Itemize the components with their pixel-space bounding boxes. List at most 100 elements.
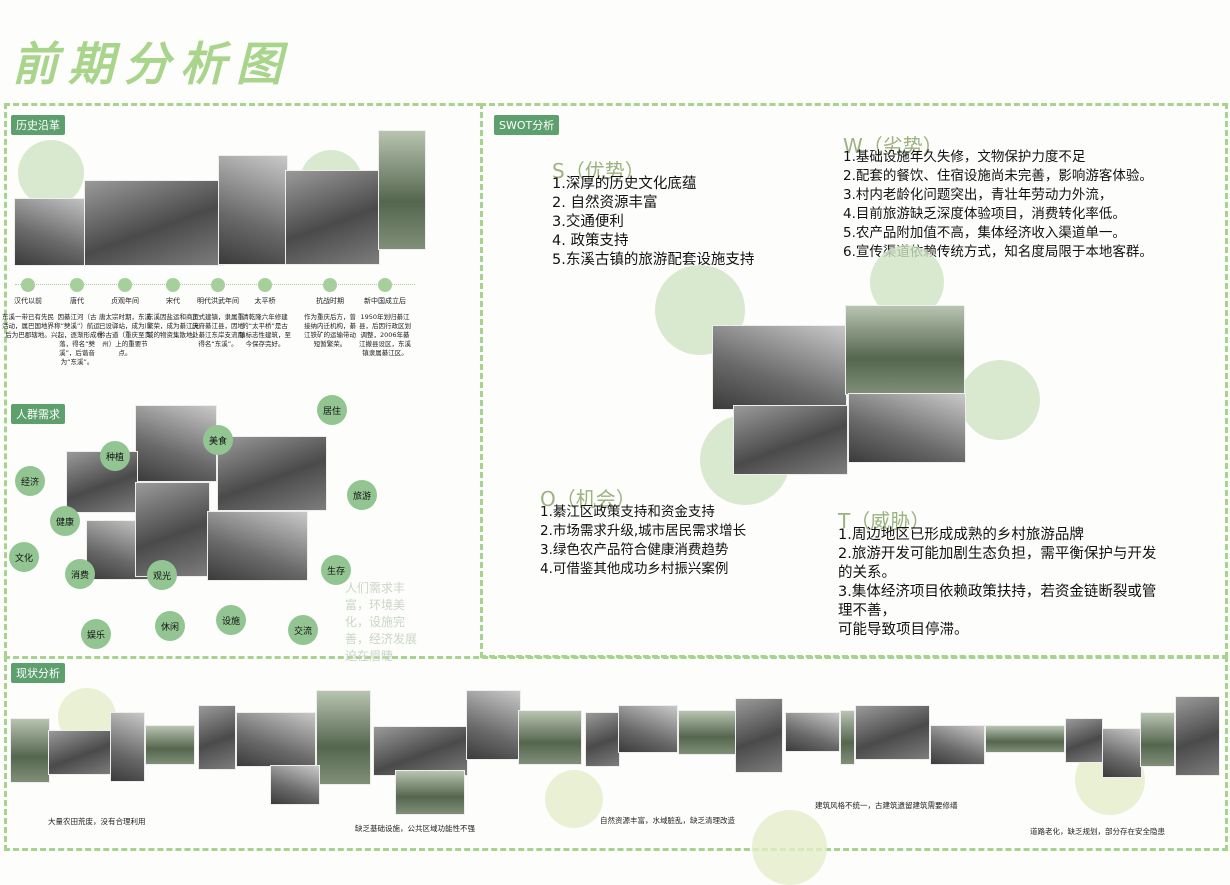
swot-w-heading: W（劣势） bbox=[843, 134, 943, 158]
status-caption: 缺乏基础设施，公共区域功能性不强 bbox=[355, 824, 475, 833]
status-panel bbox=[4, 656, 1228, 851]
page-title: 前期分析图 bbox=[12, 37, 292, 91]
demand-node: 居住 bbox=[317, 395, 347, 425]
demand-node: 美食 bbox=[203, 425, 233, 455]
swot-photo bbox=[733, 405, 848, 475]
swot-w-item: 4.目前旅游缺乏深度体验项目，消费转化率低。 bbox=[843, 206, 1126, 222]
history-photo bbox=[84, 180, 224, 266]
left-panel bbox=[4, 103, 482, 657]
demand-node: 休闲 bbox=[155, 611, 185, 641]
timeline-desc: 清乾隆六年修建的“太平桥”是古镇标志性建筑，至今保存完好。 bbox=[239, 313, 291, 348]
status-caption: 自然资源丰富，水域脏乱，缺乏清理改造 bbox=[600, 816, 735, 825]
swot-o-item: 3.绿色农产品符合健康消费趋势 bbox=[540, 542, 729, 558]
timeline-era: 太平桥 bbox=[254, 297, 276, 305]
status-photo bbox=[198, 705, 236, 770]
demand-node: 种植 bbox=[100, 441, 130, 471]
demand-node: 设施 bbox=[216, 605, 246, 635]
timeline-era: 汉代以前 bbox=[14, 297, 42, 305]
decor-circle bbox=[545, 770, 603, 828]
timeline-dot bbox=[118, 278, 132, 292]
timeline-era: 贞观年间 bbox=[111, 297, 139, 305]
timeline-desc: 作为重庆后方，曾接纳内迁机构，綦江铁矿的运输带动短暂繁荣。 bbox=[304, 313, 356, 348]
status-photo bbox=[985, 725, 1065, 753]
demand-node: 观光 bbox=[147, 560, 177, 590]
timeline-era: 抗战时期 bbox=[316, 297, 344, 305]
demand-photo-house bbox=[217, 436, 327, 511]
swot-w-item: 1.基础设施年久失修，文物保护力度不足 bbox=[843, 149, 1086, 165]
timeline-desc: 正式建镇，隶属重庆府綦江县，因地处綦江东岸支流而得名“东溪”。 bbox=[192, 313, 244, 348]
demand-node: 健康 bbox=[50, 506, 80, 536]
history-photo bbox=[218, 155, 288, 265]
swot-s-item: 2. 自然资源丰富 bbox=[552, 195, 658, 211]
swot-t-item: 1.周边地区已形成成熟的乡村旅游品牌 bbox=[838, 527, 1084, 543]
status-photo bbox=[1102, 728, 1142, 778]
timeline-era: 唐代 bbox=[70, 297, 84, 305]
timeline-era: 宋代 bbox=[166, 297, 180, 305]
swot-t-heading: T（威胁） bbox=[838, 509, 931, 533]
demand-tag: 人群需求 bbox=[11, 404, 65, 424]
swot-photo bbox=[848, 393, 966, 463]
status-photo bbox=[840, 710, 855, 765]
timeline-dot bbox=[21, 278, 35, 292]
history-photo bbox=[285, 170, 380, 265]
demand-photo-city bbox=[207, 511, 308, 581]
swot-t-item: 的关系。 bbox=[838, 565, 896, 581]
status-photo bbox=[373, 726, 468, 776]
demand-note: 人们需求丰富，环境美化，设施完善，经济发展迫在眉睫 bbox=[345, 581, 418, 663]
status-caption: 大量农田荒废，没有合理利用 bbox=[48, 817, 146, 826]
swot-w-item: 3.村内老龄化问题突出，青壮年劳动力外流， bbox=[843, 187, 1113, 203]
timeline-desc: 因綦江河（古称“僰溪”）航运兴起，逐渐形成村落，得名“僰溪”，后谐音为“东溪”。 bbox=[51, 313, 103, 366]
status-photo bbox=[1140, 712, 1175, 767]
timeline-dot bbox=[211, 278, 225, 292]
decor-circle bbox=[18, 140, 84, 206]
timeline-dot bbox=[258, 278, 272, 292]
swot-o-item: 1.綦江区政策支持和资金支持 bbox=[540, 504, 715, 520]
demand-photo-bridge bbox=[135, 482, 210, 577]
demand-node: 生存 bbox=[321, 555, 351, 585]
demand-node: 经济 bbox=[15, 466, 45, 496]
status-photo bbox=[145, 725, 195, 765]
swot-w-item: 5.农产品附加值不高，集体经济收入渠道单一。 bbox=[843, 225, 1126, 241]
timeline-dot bbox=[323, 278, 337, 292]
timeline-desc: 东溪因盐运和商贸繁荣，成为綦江流域的物资集散地。 bbox=[147, 313, 199, 339]
demand-node: 旅游 bbox=[347, 480, 377, 510]
swot-photo bbox=[845, 305, 965, 395]
swot-s-item: 4. 政策支持 bbox=[552, 233, 629, 249]
swot-s-item: 5.东溪古镇的旅游配套设施支持 bbox=[552, 252, 755, 268]
swot-t-item: 理不善， bbox=[838, 603, 896, 619]
status-photo bbox=[10, 718, 50, 783]
demand-node: 交流 bbox=[288, 615, 318, 645]
swot-s-item: 3.交通便利 bbox=[552, 214, 624, 230]
timeline-dot bbox=[378, 278, 392, 292]
swot-t-item: 2.旅游开发可能加剧生态负担，需平衡保护与开发 bbox=[838, 546, 1157, 562]
status-photo bbox=[518, 710, 582, 765]
history-photo bbox=[378, 130, 426, 250]
demand-node: 娱乐 bbox=[81, 619, 111, 649]
status-photo bbox=[585, 712, 620, 767]
status-photo bbox=[785, 712, 840, 752]
status-photo bbox=[316, 690, 371, 785]
status-photo bbox=[855, 705, 930, 760]
timeline-desc: 东溪一带已有先民活动，属巴国地界后为巴郡辖地。 bbox=[2, 313, 54, 339]
swot-photo bbox=[712, 325, 847, 410]
timeline-desc: 1950年划归綦江县，后因行政区划调整，2006年綦江撤县设区，东溪镇隶属綦江区… bbox=[359, 313, 411, 357]
timeline-dot bbox=[166, 278, 180, 292]
decor-circle bbox=[960, 360, 1040, 440]
status-photo bbox=[678, 710, 736, 755]
decor-circle bbox=[752, 810, 827, 885]
swot-w-item: 2.配套的餐饮、住宿设施尚未完善，影响游客体验。 bbox=[843, 168, 1153, 184]
status-photo bbox=[395, 770, 465, 815]
status-photo bbox=[270, 765, 320, 805]
swot-o-item: 4.可借鉴其他成功乡村振兴案例 bbox=[540, 561, 729, 577]
swot-o-item: 2.市场需求升级,城市居民需求增长 bbox=[540, 523, 747, 539]
status-photo bbox=[466, 690, 521, 760]
swot-o-heading: O（机会） bbox=[540, 487, 636, 511]
timeline-era: 明代洪武年间 bbox=[197, 297, 239, 305]
swot-tag: SWOT分析 bbox=[494, 115, 560, 135]
swot-s-heading: S（优势） bbox=[552, 159, 645, 183]
status-photo bbox=[236, 712, 316, 767]
status-tag: 现状分析 bbox=[11, 663, 65, 683]
timeline-era: 新中国成立后 bbox=[364, 297, 406, 305]
timeline-dot bbox=[70, 278, 84, 292]
history-tag: 历史沿革 bbox=[11, 115, 65, 135]
